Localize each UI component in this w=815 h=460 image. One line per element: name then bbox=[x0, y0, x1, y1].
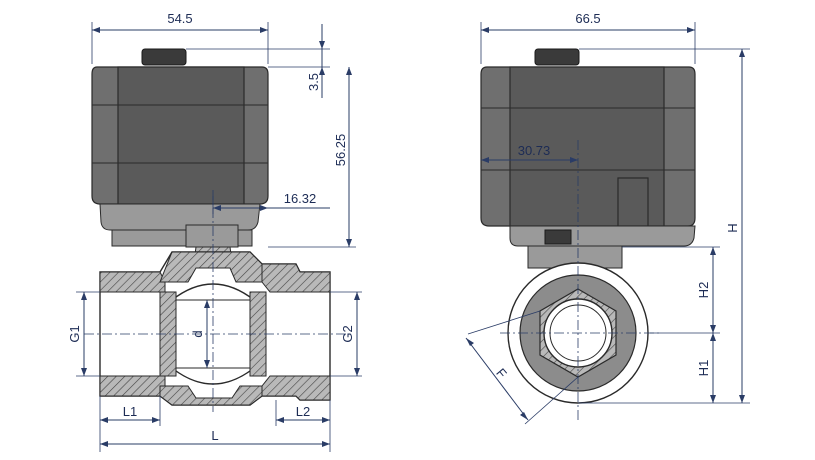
coupling-front bbox=[185, 224, 239, 248]
dim-side-offset: 30.73 bbox=[518, 143, 551, 158]
dim-d: d bbox=[190, 330, 205, 337]
dim-g2: G2 bbox=[340, 325, 355, 342]
dim-l: L bbox=[211, 428, 218, 443]
dim-l1: L1 bbox=[123, 404, 137, 419]
dim-cap-height: 3.5 bbox=[306, 73, 321, 91]
knob-left bbox=[141, 48, 187, 66]
actuator-base-side bbox=[509, 225, 696, 247]
dim-h2: H2 bbox=[696, 282, 711, 299]
knob-right bbox=[534, 48, 580, 66]
dim-h: H bbox=[725, 223, 740, 232]
dim-g1: G1 bbox=[67, 325, 82, 342]
dim-stem-offset: 16.32 bbox=[284, 191, 317, 206]
side-view bbox=[480, 48, 696, 404]
front-view bbox=[91, 48, 331, 406]
dimension-lines bbox=[76, 22, 750, 452]
actuator-center-front bbox=[117, 66, 245, 205]
dim-actuator-height: 56.25 bbox=[333, 134, 348, 167]
dim-actuator-width: 54.5 bbox=[167, 11, 192, 26]
dim-l2: L2 bbox=[296, 404, 310, 419]
dim-h1: H1 bbox=[696, 360, 711, 377]
dim-f: F bbox=[493, 365, 510, 381]
dim-side-width: 66.5 bbox=[575, 11, 600, 26]
